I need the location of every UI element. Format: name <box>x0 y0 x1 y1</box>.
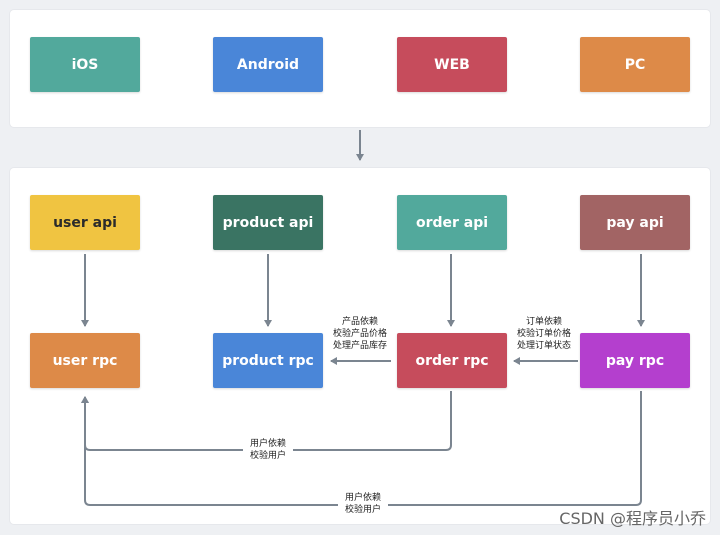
edge-pay-rpc-to-user-rpc <box>81 391 642 506</box>
order-rpc-box: order rpc <box>397 333 507 388</box>
user-api-box: user api <box>30 195 140 250</box>
product-rpc-box: product rpc <box>213 333 323 388</box>
pay-rpc-box: pay rpc <box>580 333 690 388</box>
pay-api-box: pay api <box>580 195 690 250</box>
user-rpc-box: user rpc <box>30 333 140 388</box>
watermark: CSDN @程序员小乔 <box>559 509 706 528</box>
android-box: Android <box>213 37 323 92</box>
product-api-box: product api <box>213 195 323 250</box>
web-box: WEB <box>397 37 507 92</box>
note-order-to-product: 产品依赖 校验产品价格 处理产品库存 <box>327 316 393 352</box>
note-order-to-user: 用户依赖 校验用户 <box>243 438 293 462</box>
order-api-box: order api <box>397 195 507 250</box>
ios-box: iOS <box>30 37 140 92</box>
pc-box: PC <box>580 37 690 92</box>
note-pay-to-order: 订单依赖 校验订单价格 处理订单状态 <box>510 316 578 352</box>
note-pay-to-user: 用户依赖 校验用户 <box>338 492 388 516</box>
